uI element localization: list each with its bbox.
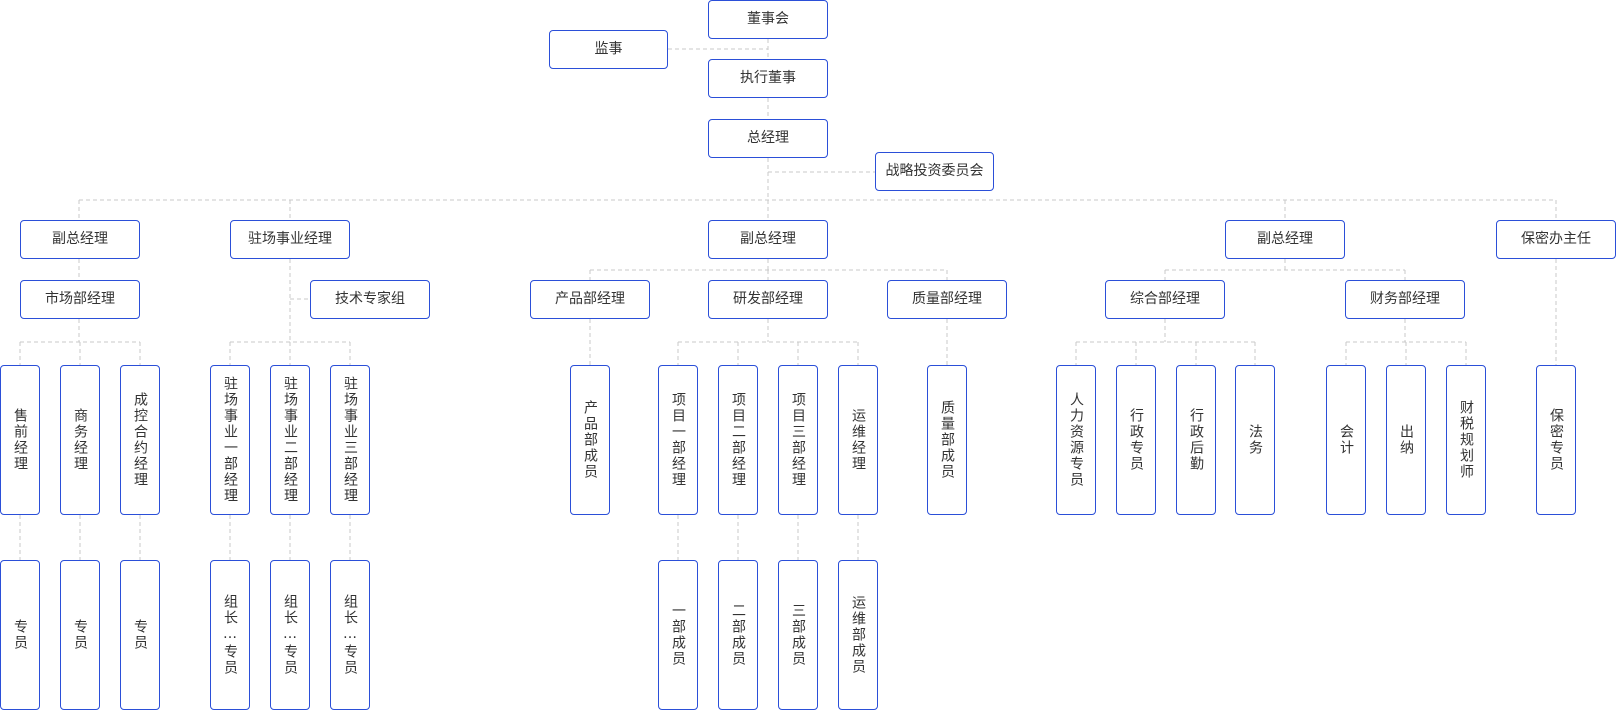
node-market-manager: 市场部经理 xyxy=(20,280,140,319)
node-vice-gm-2: 副总经理 xyxy=(708,220,828,259)
node-general-affairs-manager: 综合部经理 xyxy=(1105,280,1225,319)
node-label: 二部成员 xyxy=(730,603,746,667)
node-label: 运维部成员 xyxy=(850,595,866,675)
node-label: 专员 xyxy=(72,619,88,651)
node-site-dept-2-manager: 驻场事业二部经理 xyxy=(270,365,310,515)
node-staff-2: 专员 xyxy=(60,560,100,710)
node-site-manager: 驻场事业经理 xyxy=(230,220,350,259)
node-label: 运维经理 xyxy=(850,408,866,472)
node-product-manager: 产品部经理 xyxy=(530,280,650,319)
node-product-member: 产品部成员 xyxy=(570,365,610,515)
node-tech-expert-group: 技术专家组 xyxy=(310,280,430,319)
node-label: 组长…专员 xyxy=(342,594,358,676)
node-cost-control-manager: 成控合约经理 xyxy=(120,365,160,515)
node-staff-3: 专员 xyxy=(120,560,160,710)
node-legal: 法务 xyxy=(1235,365,1275,515)
node-label: 商务经理 xyxy=(72,408,88,472)
node-exec-director: 执行董事 xyxy=(708,59,828,98)
node-secrecy-director: 保密办主任 xyxy=(1496,220,1616,259)
node-project-2-manager: 项目二部经理 xyxy=(718,365,758,515)
node-label: 出纳 xyxy=(1398,424,1414,456)
node-vice-gm-1: 副总经理 xyxy=(20,220,140,259)
node-team-lead-2: 组长…专员 xyxy=(270,560,310,710)
node-accounting: 会计 xyxy=(1326,365,1366,515)
node-label: 质量部成员 xyxy=(939,400,955,480)
node-site-dept-3-manager: 驻场事业三部经理 xyxy=(330,365,370,515)
node-label: 项目一部经理 xyxy=(670,392,686,488)
node-ops-members: 运维部成员 xyxy=(838,560,878,710)
node-label: 保密专员 xyxy=(1548,408,1564,472)
node-label: 组长…专员 xyxy=(222,594,238,676)
node-label: 财税规划师 xyxy=(1458,400,1474,480)
node-label: 一部成员 xyxy=(670,603,686,667)
node-site-dept-1-manager: 驻场事业一部经理 xyxy=(210,365,250,515)
node-general-manager: 总经理 xyxy=(708,119,828,158)
node-tax-planner: 财税规划师 xyxy=(1446,365,1486,515)
node-business-manager: 商务经理 xyxy=(60,365,100,515)
node-label: 售前经理 xyxy=(12,408,28,472)
node-team-lead-1: 组长…专员 xyxy=(210,560,250,710)
node-quality-manager: 质量部经理 xyxy=(887,280,1007,319)
node-label: 项目三部经理 xyxy=(790,392,806,488)
node-label: 成控合约经理 xyxy=(132,392,148,488)
node-label: 行政后勤 xyxy=(1188,408,1204,472)
node-rd-manager: 研发部经理 xyxy=(708,280,828,319)
node-ops-manager: 运维经理 xyxy=(838,365,878,515)
node-label: 驻场事业二部经理 xyxy=(282,376,298,504)
node-label: 驻场事业三部经理 xyxy=(342,376,358,504)
node-vice-gm-3: 副总经理 xyxy=(1225,220,1345,259)
node-label: 项目二部经理 xyxy=(730,392,746,488)
node-label: 会计 xyxy=(1338,424,1354,456)
node-label: 组长…专员 xyxy=(282,594,298,676)
node-cashier: 出纳 xyxy=(1386,365,1426,515)
node-admin-specialist: 行政专员 xyxy=(1116,365,1156,515)
node-hr-specialist: 人力资源专员 xyxy=(1056,365,1096,515)
node-admin-logistics: 行政后勤 xyxy=(1176,365,1216,515)
node-team-3-members: 三部成员 xyxy=(778,560,818,710)
node-label: 专员 xyxy=(12,619,28,651)
node-label: 三部成员 xyxy=(790,603,806,667)
node-strategy-committee: 战略投资委员会 xyxy=(875,152,994,191)
node-secrecy-specialist: 保密专员 xyxy=(1536,365,1576,515)
node-team-lead-3: 组长…专员 xyxy=(330,560,370,710)
node-team-2-members: 二部成员 xyxy=(718,560,758,710)
node-label: 产品部成员 xyxy=(582,400,598,480)
node-supervisor: 监事 xyxy=(549,30,668,69)
node-presales-manager: 售前经理 xyxy=(0,365,40,515)
node-label: 法务 xyxy=(1247,424,1263,456)
node-label: 行政专员 xyxy=(1128,408,1144,472)
node-label: 人力资源专员 xyxy=(1068,392,1084,488)
node-team-1-members: 一部成员 xyxy=(658,560,698,710)
node-finance-manager: 财务部经理 xyxy=(1345,280,1465,319)
node-project-1-manager: 项目一部经理 xyxy=(658,365,698,515)
node-quality-member: 质量部成员 xyxy=(927,365,967,515)
node-board: 董事会 xyxy=(708,0,828,39)
node-label: 专员 xyxy=(132,619,148,651)
node-label: 驻场事业一部经理 xyxy=(222,376,238,504)
node-staff-1: 专员 xyxy=(0,560,40,710)
node-project-3-manager: 项目三部经理 xyxy=(778,365,818,515)
